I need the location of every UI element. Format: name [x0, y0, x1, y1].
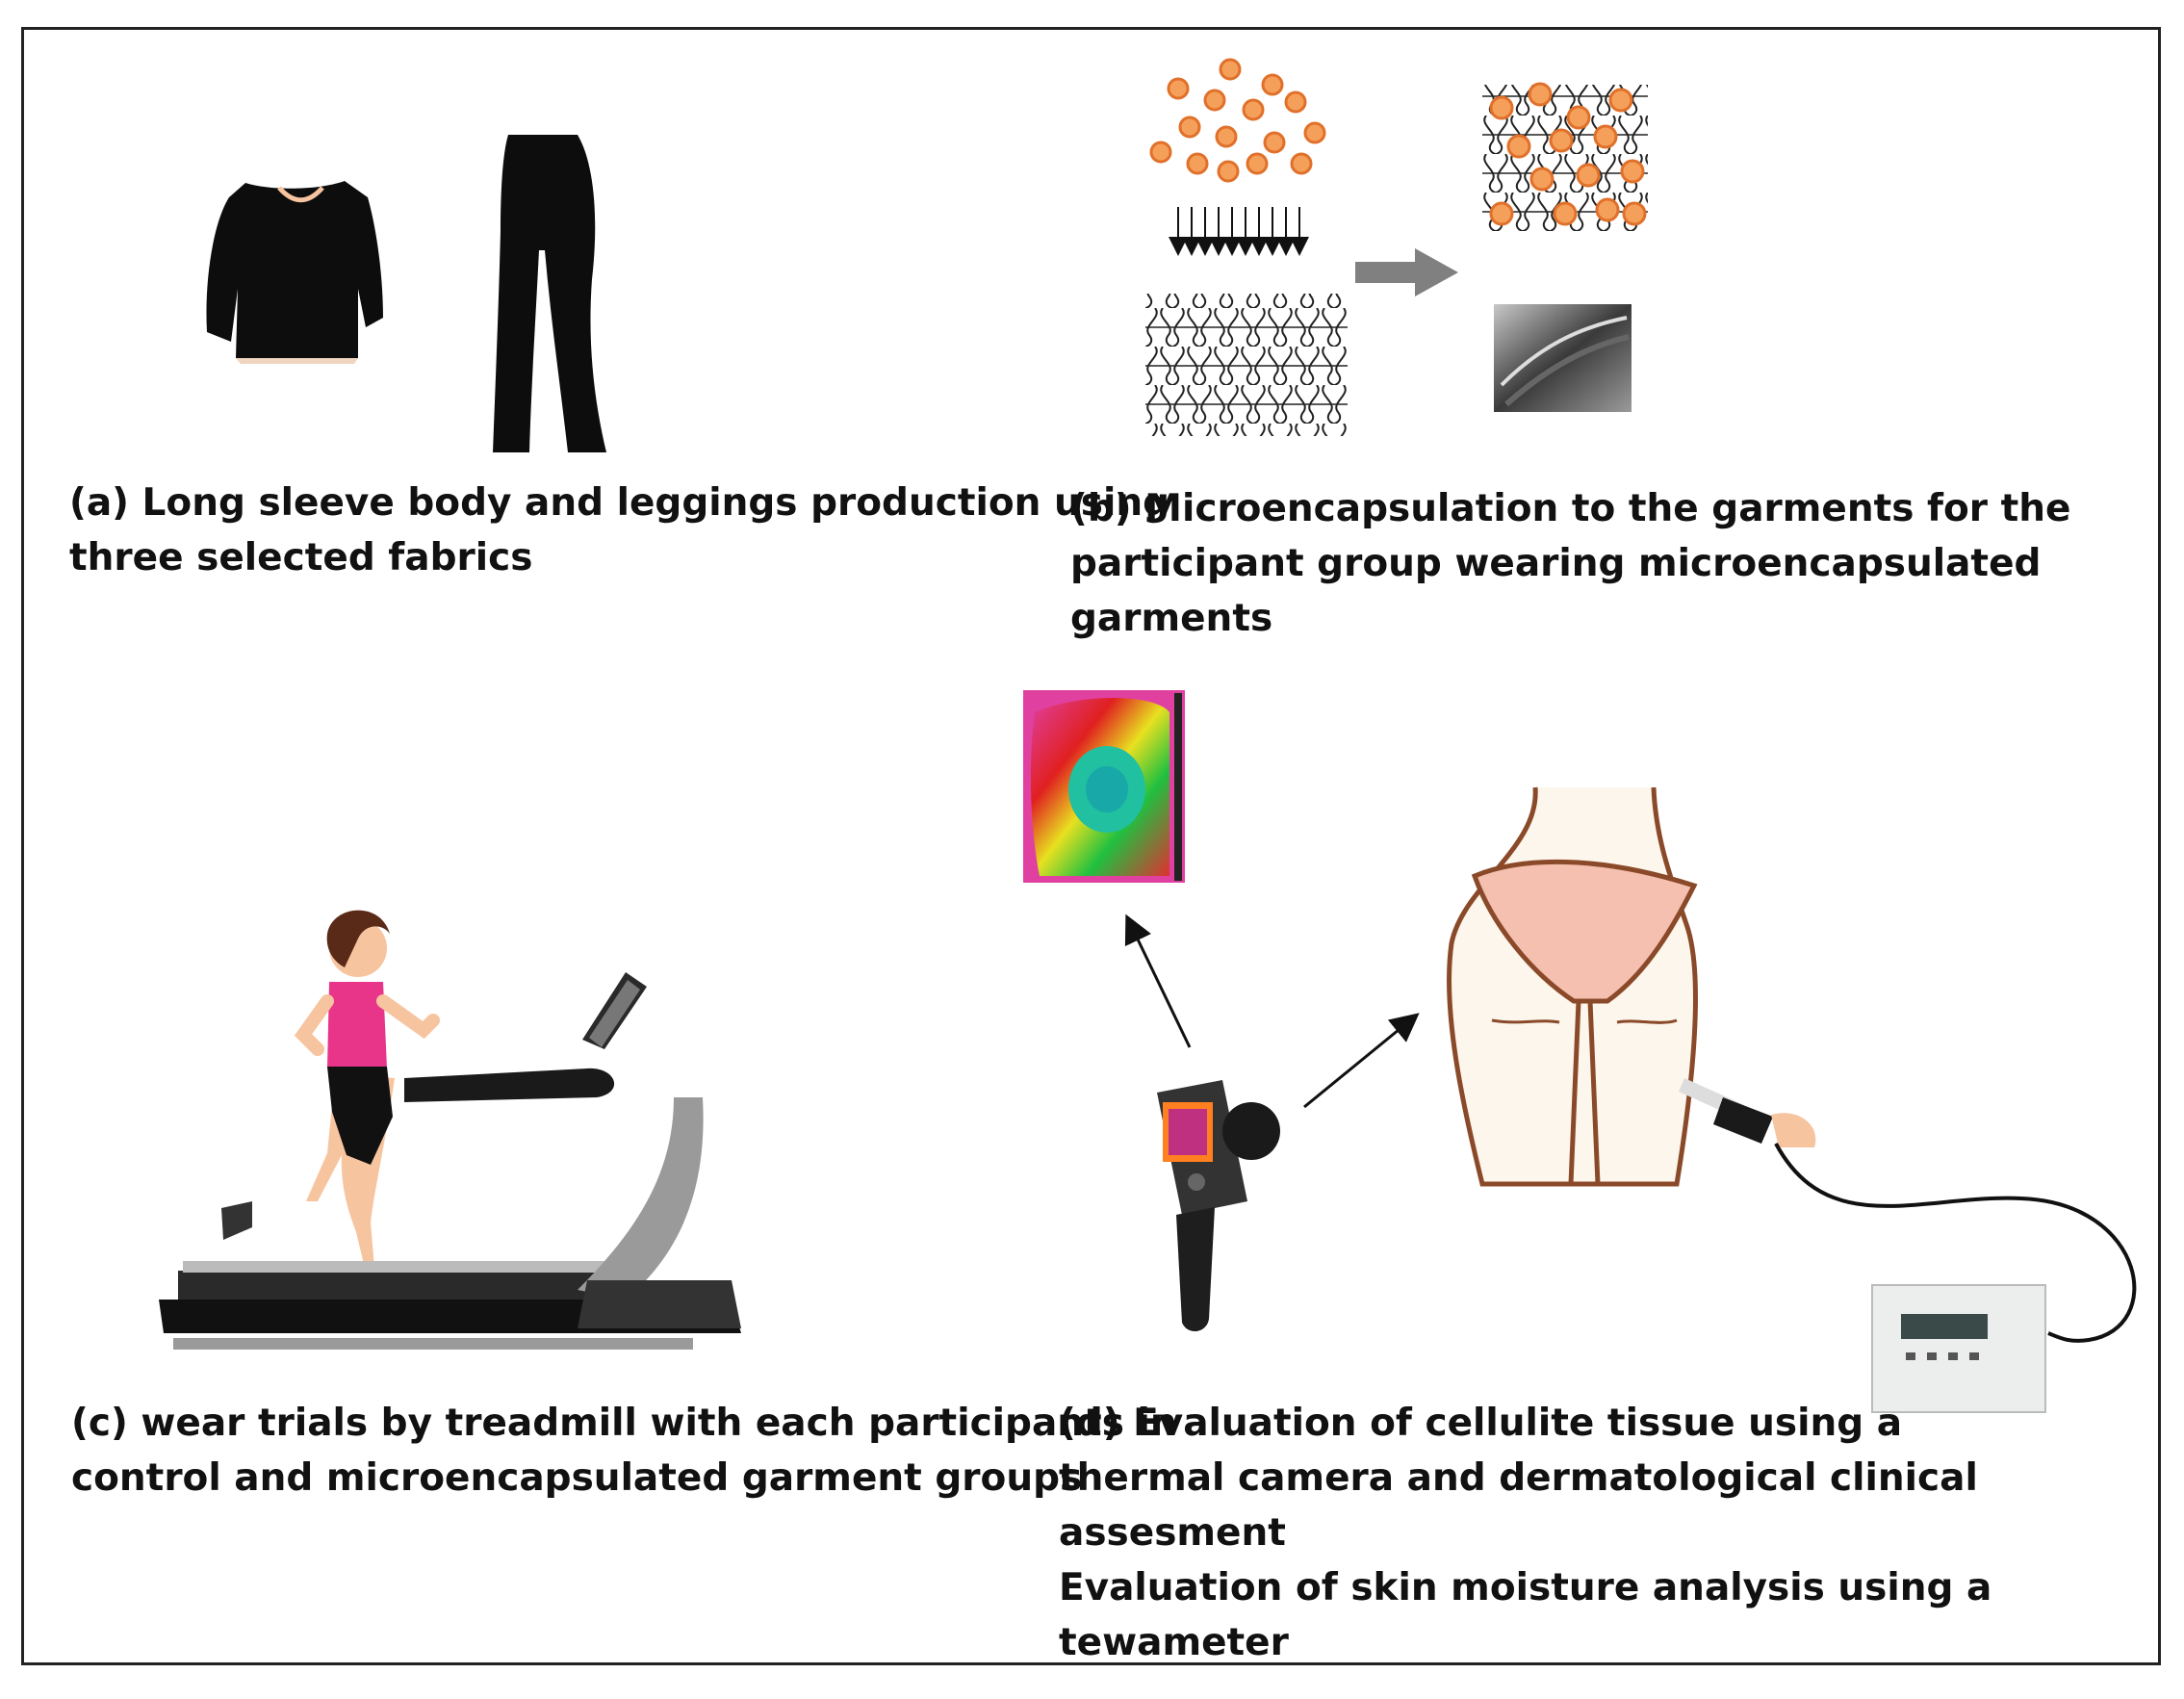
- thermal-camera-icon: [1157, 1080, 1280, 1332]
- caption-d-line4: Evaluation of skin moisture analysis usi…: [1059, 1566, 1992, 1609]
- thermal-image-icon: [1023, 690, 1185, 883]
- caption-d: (d) Evaluation of cellulite tissue using…: [1059, 1396, 1991, 1670]
- arrow-icon: [1355, 248, 1458, 296]
- caption-c-line1: (c) wear trials by treadmill with each p…: [71, 1402, 1177, 1445]
- knit-fabric-with-capsules: [1482, 82, 1648, 231]
- caption-d-line5: tewameter: [1059, 1621, 1289, 1664]
- knit-fabric-icon: [1145, 294, 1348, 436]
- caption-c: (c) wear trials by treadmill with each p…: [71, 1396, 1177, 1506]
- microscope-image-icon: [1494, 304, 1632, 412]
- figure-frame: [21, 27, 2161, 1665]
- caption-b-line2: participant group wearing microencapsula…: [1070, 542, 2042, 585]
- caption-a: (a) Long sleeve body and leggings produc…: [69, 476, 1169, 585]
- leggings-icon: [493, 135, 606, 452]
- arrow-icon: [1124, 914, 1192, 1048]
- caption-b-line3: garments: [1070, 597, 1273, 640]
- treadmill-icon: [159, 972, 741, 1350]
- arrow-icon: [1303, 1013, 1420, 1109]
- caption-c-line2: control and microencapsulated garment gr…: [71, 1456, 1083, 1500]
- caption-d-line1: (d) Evaluation of cellulite tissue using…: [1059, 1402, 1903, 1445]
- microcapsule-icon: [1149, 58, 1326, 183]
- caption-d-line3: assesment: [1059, 1511, 1286, 1555]
- caption-b: (b) Microencapsulation to the garments f…: [1070, 481, 2070, 646]
- caption-a-line2: three selected fabrics: [69, 536, 533, 579]
- shirt-icon: [206, 181, 383, 364]
- caption-d-line2: thermal camera and dermatological clinic…: [1059, 1456, 1978, 1500]
- runner-icon: [221, 910, 440, 1295]
- tewameter-icon: [1871, 1284, 2046, 1413]
- caption-b-line1: (b) Microencapsulation to the garments f…: [1070, 487, 2071, 530]
- caption-a-line1: (a) Long sleeve body and leggings produc…: [69, 481, 1169, 525]
- down-arrows: [1169, 207, 1309, 256]
- thigh-illustration-icon: [1447, 786, 1698, 1187]
- probe-icon: [1679, 1078, 2137, 1343]
